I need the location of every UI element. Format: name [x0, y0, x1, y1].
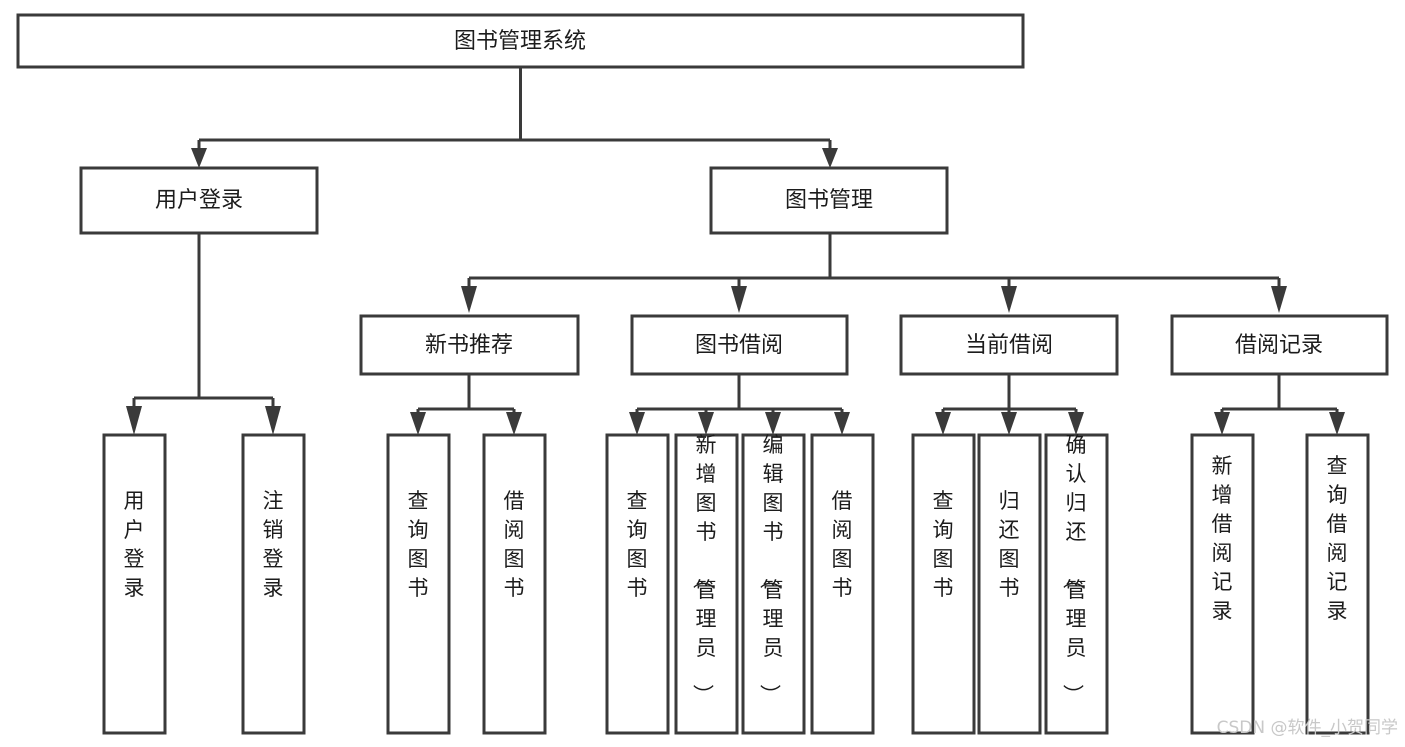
leaf-current-query-book[interactable]: 查询图书: [911, 433, 976, 735]
node-root-box[interactable]: [16, 13, 1025, 69]
leaf-borrow-query-book[interactable]: 查询图书: [605, 433, 670, 735]
arrowhead-book-mgmt: [822, 148, 838, 168]
arrowhead-recommend-leaf-2: [506, 412, 522, 435]
node-borrow-record-label: 借阅记录: [1235, 333, 1323, 358]
node-new-book-recommend[interactable]: 新书推荐: [359, 314, 580, 376]
node-user-login-box[interactable]: [79, 166, 319, 235]
node-current-borrow-label: 当前借阅: [965, 333, 1053, 358]
leaf-current-query-book-label: 查询图书: [933, 489, 954, 600]
arrowhead-borrow-leaf-1: [629, 412, 645, 435]
node-book-borrow-label: 图书借阅: [695, 333, 783, 358]
arrowhead-current-leaf-3: [1068, 412, 1084, 435]
arrowhead-current-borrow: [1001, 286, 1017, 313]
node-book-management[interactable]: 图书管理: [709, 166, 949, 235]
leaf-borrow-borrow-book-label: 借阅图书: [832, 489, 853, 600]
leaf-logout-label: 注销登录: [263, 489, 284, 600]
arrowhead-book-borrow: [731, 286, 747, 313]
leaf-borrow-add-book[interactable]: 新增图书（管理员）: [674, 433, 739, 735]
leaf-current-confirm-return-box[interactable]: [1044, 433, 1109, 735]
leaf-current-confirm-return-label: 确认归还（管理员）: [1061, 433, 1087, 705]
connector-layer: [126, 67, 1345, 435]
arrowhead-recommend-leaf-1: [410, 412, 426, 435]
arrowhead-leaf-user-login: [126, 406, 142, 435]
node-new-book-recommend-label: 新书推荐: [425, 333, 513, 358]
arrowhead-borrow-leaf-2: [698, 412, 714, 435]
arrowhead-borrow-leaf-3: [765, 412, 781, 435]
arrowhead-user-login: [191, 148, 207, 168]
leaf-current-return-book-box[interactable]: [977, 433, 1042, 735]
watermark: CSDN @软件_小贺同学: [1217, 718, 1398, 738]
leaf-borrow-edit-book-box[interactable]: [741, 433, 806, 735]
leaf-user-login-box[interactable]: [102, 433, 167, 735]
leaf-borrow-add-book-box[interactable]: [674, 433, 739, 735]
arrowhead-record-leaf-1: [1214, 412, 1230, 435]
leaf-record-query-record-label: 查询借阅记录: [1327, 454, 1348, 623]
leaf-record-query-record-box[interactable]: [1305, 433, 1370, 735]
leaf-recommend-borrow-book-box[interactable]: [482, 433, 547, 735]
node-current-borrow-box[interactable]: [899, 314, 1119, 376]
node-borrow-record[interactable]: 借阅记录: [1170, 314, 1389, 376]
leaf-record-add-record-box[interactable]: [1190, 433, 1255, 735]
leaf-current-return-book[interactable]: 归还图书: [977, 433, 1042, 735]
leaf-borrow-add-book-label: 新增图书（管理员）: [691, 433, 717, 705]
leaf-borrow-borrow-book[interactable]: 借阅图书: [810, 433, 875, 735]
node-user-login-label: 用户登录: [155, 188, 243, 213]
leaf-user-login-label: 用户登录: [124, 489, 145, 600]
arrowhead-borrow-record: [1271, 286, 1287, 313]
node-current-borrow[interactable]: 当前借阅: [899, 314, 1119, 376]
leaf-borrow-query-book-label: 查询图书: [627, 489, 648, 600]
leaf-borrow-edit-book[interactable]: 编辑图书（管理员）: [741, 433, 806, 735]
leaf-borrow-edit-book-label: 编辑图书（管理员）: [758, 433, 784, 705]
leaf-recommend-query-book-box[interactable]: [386, 433, 451, 735]
node-borrow-record-box[interactable]: [1170, 314, 1389, 376]
arrowhead-borrow-leaf-4: [834, 412, 850, 435]
leaf-current-return-book-label: 归还图书: [999, 489, 1020, 600]
arrowhead-record-leaf-2: [1329, 412, 1345, 435]
leaf-borrow-borrow-book-box[interactable]: [810, 433, 875, 735]
node-new-book-recommend-box[interactable]: [359, 314, 580, 376]
arrowhead-current-leaf-2: [1001, 412, 1017, 435]
node-book-borrow[interactable]: 图书借阅: [630, 314, 849, 376]
leaf-record-add-record[interactable]: 新增借阅记录: [1190, 433, 1255, 735]
arrowhead-leaf-logout: [265, 406, 281, 435]
node-user-login[interactable]: 用户登录: [79, 166, 319, 235]
arrowhead-current-leaf-1: [935, 412, 951, 435]
node-root[interactable]: 图书管理系统: [16, 13, 1025, 69]
node-book-management-box[interactable]: [709, 166, 949, 235]
leaf-record-query-record[interactable]: 查询借阅记录: [1305, 433, 1370, 735]
node-root-label: 图书管理系统: [454, 29, 586, 54]
leaf-borrow-query-book-box[interactable]: [605, 433, 670, 735]
leaf-recommend-borrow-book-label: 借阅图书: [504, 489, 525, 600]
leaf-logout[interactable]: 注销登录: [241, 433, 306, 735]
leaf-user-login[interactable]: 用户登录: [102, 433, 167, 735]
leaf-logout-box[interactable]: [241, 433, 306, 735]
arrowhead-new-book-recommend: [461, 286, 477, 313]
node-book-management-label: 图书管理: [785, 188, 873, 213]
leaf-recommend-query-book[interactable]: 查询图书: [386, 433, 451, 735]
leaf-current-confirm-return[interactable]: 确认归还（管理员）: [1044, 433, 1109, 735]
leaf-current-query-book-box[interactable]: [911, 433, 976, 735]
node-book-borrow-box[interactable]: [630, 314, 849, 376]
leaf-recommend-query-book-label: 查询图书: [408, 489, 429, 600]
leaf-recommend-borrow-book[interactable]: 借阅图书: [482, 433, 547, 735]
leaf-record-add-record-label: 新增借阅记录: [1212, 454, 1233, 623]
